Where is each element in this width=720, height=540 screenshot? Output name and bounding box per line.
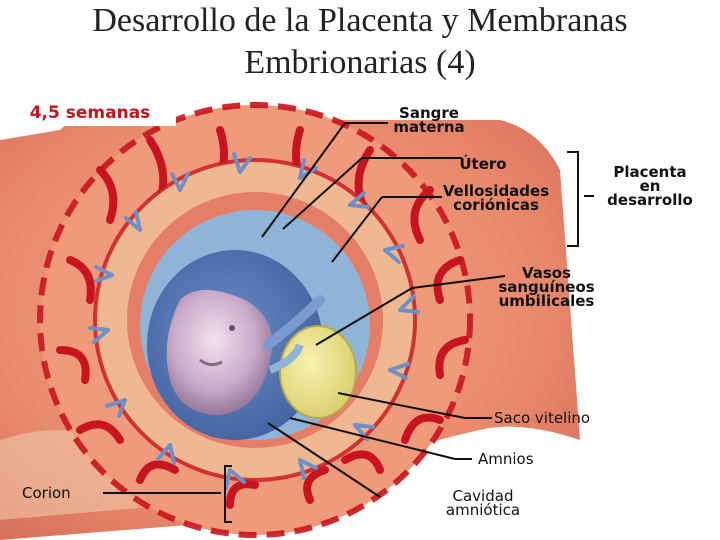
yolk-sac bbox=[280, 326, 356, 418]
label-saco-vitelino: Saco vitelino bbox=[494, 411, 634, 425]
label-utero: Útero bbox=[448, 157, 518, 171]
label-placenta-line-3: desarrollo bbox=[590, 193, 710, 207]
label-cavidad-line-2: amniótica bbox=[424, 503, 542, 517]
label-vasos-sanguineos-umbilicales: Vasos sanguíneos umbilicales bbox=[484, 266, 609, 308]
label-vellosidades-corionicas: Vellosidades coriónicas bbox=[426, 184, 566, 212]
stage-label: 4,5 semanas bbox=[4, 100, 176, 126]
label-corion: Corion bbox=[22, 486, 102, 500]
label-vellosidades-line-2: coriónicas bbox=[426, 198, 566, 212]
label-placenta-en-desarrollo: Placenta en desarrollo bbox=[590, 165, 710, 207]
label-sangre-line-2: materna bbox=[384, 120, 474, 134]
label-amnios: Amnios bbox=[478, 452, 558, 466]
label-cavidad-amniotica: Cavidad amniótica bbox=[424, 489, 542, 517]
label-sangre-materna: Sangre materna bbox=[384, 106, 474, 134]
label-vasos-line-3: umbilicales bbox=[484, 294, 609, 308]
